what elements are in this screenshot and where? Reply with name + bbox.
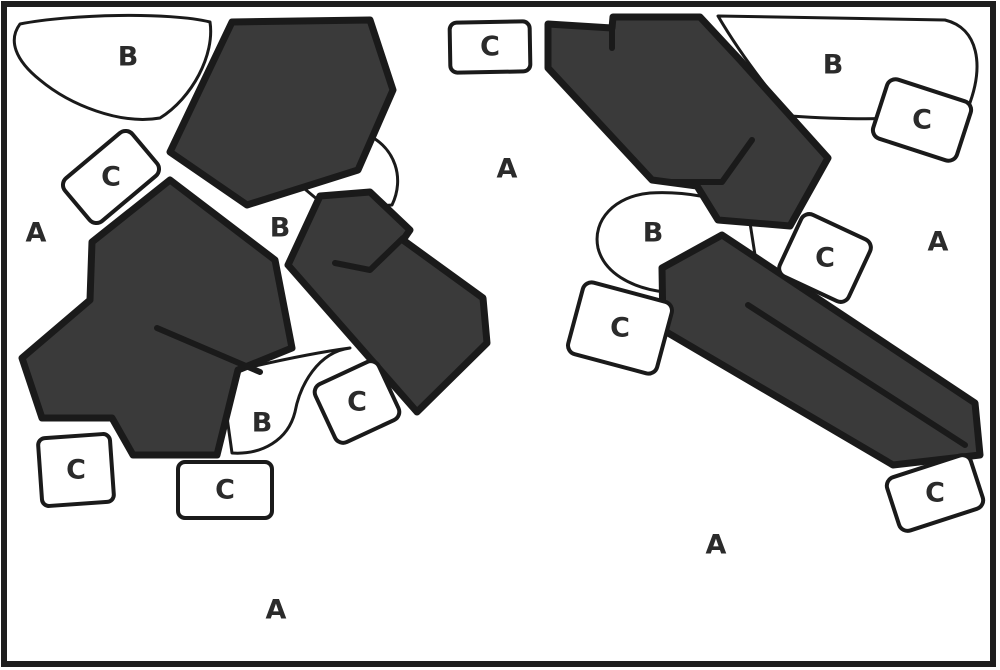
zone-a-label: A <box>928 227 949 258</box>
crate-label: C <box>101 162 121 193</box>
crate-bottom-right: C <box>884 453 986 533</box>
zone-b-label: B <box>823 50 844 81</box>
region-b-bottom-left <box>224 346 352 455</box>
ruin-center-left <box>284 188 491 416</box>
crate-label: C <box>215 475 235 506</box>
region-b-top-left <box>12 13 213 121</box>
zone-a-label: A <box>706 530 727 561</box>
crate-center-lower: C <box>312 359 402 445</box>
ruin-large-left <box>18 176 296 459</box>
crate-center-right: C <box>777 212 873 304</box>
crate-label: C <box>610 313 630 344</box>
ruin-crack <box>332 235 406 273</box>
crate-bottom-center-left: C <box>176 460 274 520</box>
crate-top-center: C <box>447 19 533 75</box>
zone-a-label: A <box>266 595 287 626</box>
crate-label: C <box>66 455 86 486</box>
crate-bottom-left: C <box>36 432 116 508</box>
zone-a-label: A <box>497 154 518 185</box>
crate-left-upper: C <box>60 128 162 226</box>
ruin-crack <box>745 302 968 448</box>
ruin-top-right <box>544 13 832 230</box>
crate-label: C <box>925 478 945 509</box>
crate-label: C <box>815 243 835 274</box>
ruin-crack <box>665 137 755 185</box>
zone-a-label: A <box>26 218 47 249</box>
crate-label: C <box>347 387 367 418</box>
crate-right-mid: C <box>566 280 674 376</box>
zone-b-label: B <box>252 408 273 439</box>
ruin-top-left <box>166 16 397 209</box>
crate-label: C <box>480 31 500 62</box>
zone-b-label: B <box>270 213 291 244</box>
crate-label: C <box>912 105 932 136</box>
zone-b-label: B <box>118 42 139 73</box>
zone-b-label: B <box>643 218 664 249</box>
crate-top-right: C <box>870 77 974 163</box>
ruin-crack <box>154 325 263 375</box>
